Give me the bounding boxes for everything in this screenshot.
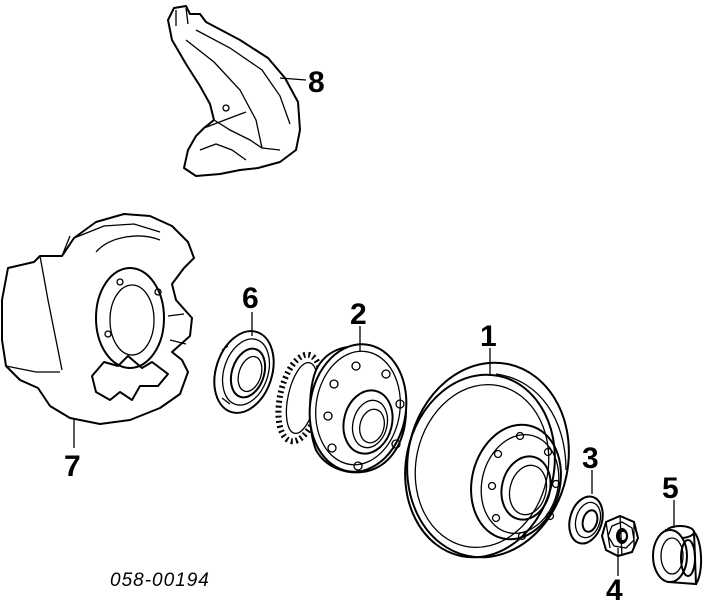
leader-8 [279,77,307,81]
callout-3: 3 [582,442,599,475]
callout-2: 2 [350,298,367,331]
brake-rotor-drawing [404,361,570,559]
callout-5: 5 [662,472,679,505]
callout-7: 7 [64,450,81,483]
dust-shield-drawing [1,213,195,425]
oil-seal-drawing [213,330,275,414]
callouts: 8 7 6 2 1 3 4 5 [64,66,679,600]
wheel-hub-drawing [275,343,408,474]
leader-lines [73,77,675,576]
callout-1: 1 [480,320,497,353]
grease-cap-drawing [652,525,702,586]
callout-4: 4 [606,574,623,600]
hub-bearing-washer-drawing [568,495,604,545]
callout-8: 8 [308,66,325,99]
diagram-part-number: 058-00194 [110,570,210,591]
callout-6: 6 [242,282,259,315]
splash-guard-drawing [167,5,301,177]
hub-nut-drawing [600,514,640,558]
